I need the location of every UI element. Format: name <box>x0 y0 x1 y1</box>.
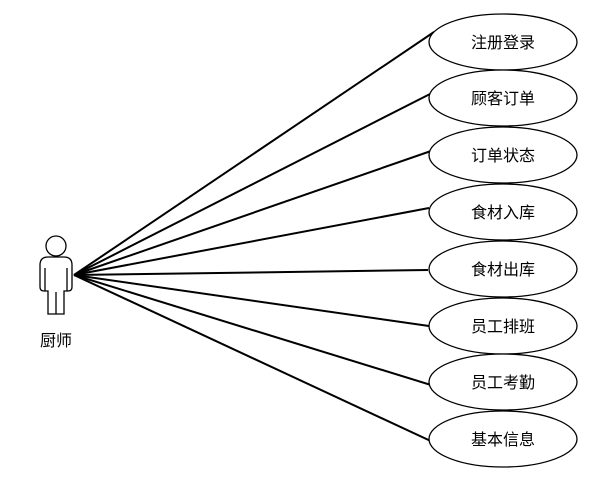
use-case-label: 基本信息 <box>471 430 535 449</box>
use-case[interactable]: 食材出库 <box>428 240 578 298</box>
use-case[interactable]: 基本信息 <box>428 410 578 468</box>
use-case-label: 订单状态 <box>471 146 535 165</box>
use-case-label: 食材入库 <box>471 203 535 222</box>
association-line <box>73 150 432 276</box>
use-case-label: 员工考勤 <box>471 373 535 392</box>
person-icon <box>45 235 67 257</box>
association-line <box>73 207 430 276</box>
use-case-ellipse[interactable] <box>428 410 578 468</box>
association-line <box>73 31 435 276</box>
use-case[interactable]: 食材入库 <box>428 183 578 241</box>
use-case[interactable]: 顾客订单 <box>428 69 578 127</box>
association-line <box>73 274 430 327</box>
use-case[interactable]: 员工考勤 <box>428 353 578 411</box>
association-line <box>73 274 432 386</box>
use-case-ellipse[interactable] <box>428 353 578 411</box>
association-line <box>73 269 429 276</box>
actor-chef <box>39 235 73 315</box>
use-case-ellipse[interactable] <box>428 69 578 127</box>
use-case-label: 注册登录 <box>471 33 535 52</box>
use-case[interactable]: 员工排班 <box>428 297 578 355</box>
use-case-label: 食材出库 <box>471 260 535 279</box>
actor-body <box>39 256 73 315</box>
use-case-ellipse[interactable] <box>428 126 578 184</box>
use-case-label: 员工排班 <box>471 317 535 336</box>
association-line <box>73 274 436 444</box>
use-case[interactable]: 注册登录 <box>428 13 578 71</box>
use-case-ellipse[interactable] <box>428 183 578 241</box>
use-case[interactable]: 订单状态 <box>428 126 578 184</box>
association-lines <box>73 31 436 444</box>
actor-label: 厨师 <box>40 331 72 350</box>
use-case-ellipse[interactable] <box>428 240 578 298</box>
association-line <box>73 92 433 276</box>
use-case-label: 顾客订单 <box>471 89 535 108</box>
